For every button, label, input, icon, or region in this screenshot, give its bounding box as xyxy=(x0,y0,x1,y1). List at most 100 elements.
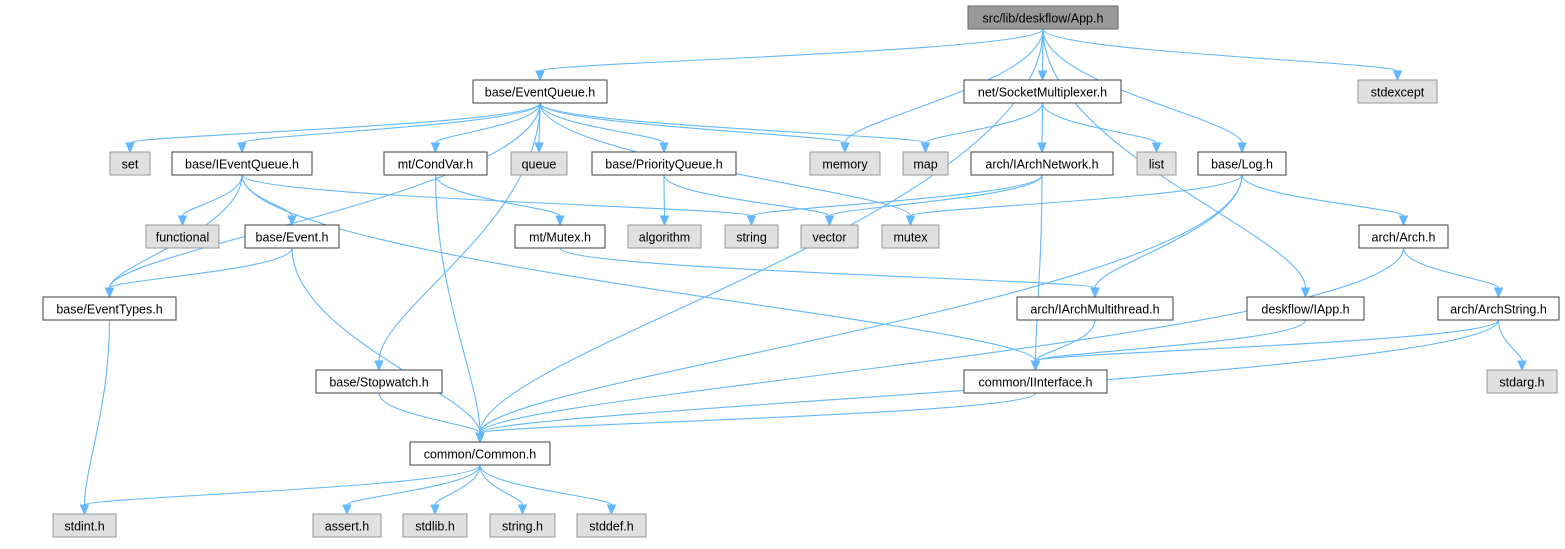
node-box-functional xyxy=(145,224,220,249)
node-map: map xyxy=(902,151,949,176)
node-iinterface[interactable]: common/IInterface.h xyxy=(963,369,1108,394)
node-event[interactable]: base/Event.h xyxy=(244,224,340,249)
node-box-log xyxy=(1197,151,1287,176)
node-box-queue xyxy=(510,151,568,176)
edge-common-to-stdlib xyxy=(434,464,481,506)
edge-arrowhead-archstring-to-stdarg xyxy=(1517,360,1527,372)
node-label-ieventqueue: base/IEventQueue.h xyxy=(185,158,299,172)
edge-event-to-eventtypes xyxy=(108,247,293,289)
node-stddef: stddef.h xyxy=(576,513,647,538)
edge-eventqueue-to-eventtypes xyxy=(108,102,541,289)
node-archstring[interactable]: arch/ArchString.h xyxy=(1437,296,1560,321)
edge-arrowhead-arch-to-archstring xyxy=(1493,287,1504,299)
edge-arrowhead-app-to-stdexcept xyxy=(1392,70,1403,82)
edge-iarchnetwork-to-string xyxy=(750,174,1043,217)
edge-arrowhead-socketmux-to-map xyxy=(920,142,931,154)
edge-arrowhead-app-to-log xyxy=(1237,142,1247,154)
edge-eventqueue-to-stopwatch xyxy=(378,102,541,362)
node-assert: assert.h xyxy=(312,513,382,538)
node-stdlib: stdlib.h xyxy=(402,513,468,538)
node-box-stdexcept xyxy=(1357,79,1438,104)
node-box-ieventqueue xyxy=(171,151,313,176)
edge-ieventqueue-to-iinterface xyxy=(241,174,1037,362)
node-iarchnetwork[interactable]: arch/IArchNetwork.h xyxy=(970,151,1114,176)
node-box-string xyxy=(724,224,779,249)
edge-arrowhead-ieventqueue-to-event xyxy=(287,215,297,227)
node-stdarg: stdarg.h xyxy=(1486,369,1558,394)
edge-app-to-memory xyxy=(844,28,1044,144)
edge-arrowhead-iarchnetwork-to-string xyxy=(746,215,757,227)
edge-arrowhead-log-to-arch xyxy=(1398,215,1409,227)
node-label-eventqueue: base/EventQueue.h xyxy=(485,86,596,100)
edge-arrowhead-eventqueue-to-priorityqueue xyxy=(659,142,669,154)
node-label-iapp: deskflow/IApp.h xyxy=(1261,303,1349,317)
nodes-layer: src/lib/deskflow/App.h base/EventQueue.h n… xyxy=(42,5,1560,538)
node-label-string: string xyxy=(736,231,767,245)
edge-socketmux-to-map xyxy=(924,102,1044,144)
node-label-stopwatch: base/Stopwatch.h xyxy=(329,376,428,390)
node-box-list xyxy=(1136,151,1177,176)
node-label-set: set xyxy=(122,158,139,172)
node-set: set xyxy=(109,151,151,176)
node-stringh: string.h xyxy=(489,513,556,538)
node-eventtypes[interactable]: base/EventTypes.h xyxy=(42,296,177,321)
edge-socketmux-to-list xyxy=(1041,102,1158,144)
node-box-event xyxy=(244,224,340,249)
node-ieventqueue[interactable]: base/IEventQueue.h xyxy=(171,151,313,176)
edge-iarchmt-to-iinterface xyxy=(1034,319,1096,362)
node-algorithm: algorithm xyxy=(627,224,702,249)
node-box-stopwatch xyxy=(315,369,443,394)
node-log[interactable]: base/Log.h xyxy=(1197,151,1287,176)
node-label-stdarg: stdarg.h xyxy=(1499,376,1544,390)
edge-priorityqueue-to-algorithm xyxy=(663,174,666,217)
edge-app-to-eventqueue xyxy=(539,28,1044,72)
edge-socketmux-to-iarchnetwork xyxy=(1041,102,1044,144)
node-socketmux[interactable]: net/SocketMultiplexer.h xyxy=(963,79,1122,104)
node-iapp[interactable]: deskflow/IApp.h xyxy=(1246,296,1365,321)
edge-arrowhead-socketmux-to-list xyxy=(1151,142,1162,154)
edge-eventtypes-to-stdint xyxy=(83,319,111,506)
edge-arrowhead-priorityqueue-to-algorithm xyxy=(659,215,670,227)
edge-log-to-mutex xyxy=(909,174,1243,217)
node-priorityqueue[interactable]: base/PriorityQueue.h xyxy=(591,151,737,176)
node-vector: vector xyxy=(800,224,859,249)
node-app[interactable]: src/lib/deskflow/App.h xyxy=(967,5,1119,30)
node-box-eventqueue xyxy=(472,79,608,104)
edge-eventqueue-to-map xyxy=(539,102,927,144)
edge-arrowhead-iarchnetwork-to-vector xyxy=(824,215,835,227)
edge-ieventqueue-to-string xyxy=(241,174,753,217)
node-functional: functional xyxy=(145,224,220,249)
node-eventqueue[interactable]: base/EventQueue.h xyxy=(472,79,608,104)
node-mutexh[interactable]: mt/Mutex.h xyxy=(514,224,606,249)
node-box-algorithm xyxy=(627,224,702,249)
node-stopwatch[interactable]: base/Stopwatch.h xyxy=(315,369,443,394)
edge-eventqueue-to-ieventqueue xyxy=(241,102,541,144)
edge-iapp-to-iinterface xyxy=(1034,319,1307,362)
edge-arrowhead-common-to-assert xyxy=(342,504,352,516)
node-mutex: mutex xyxy=(881,224,940,249)
node-box-socketmux xyxy=(963,79,1122,104)
edge-arrowhead-common-to-stringh xyxy=(517,504,528,516)
node-common[interactable]: common/Common.h xyxy=(409,441,551,466)
node-iarchmt[interactable]: arch/IArchMultithread.h xyxy=(1016,296,1174,321)
edge-archstring-to-iinterface xyxy=(1034,319,1500,362)
node-list: list xyxy=(1136,151,1177,176)
edge-arrowhead-condvar-to-mutexh xyxy=(555,215,565,227)
node-box-stringh xyxy=(489,513,556,538)
node-label-socketmux: net/SocketMultiplexer.h xyxy=(978,86,1107,100)
node-label-stdint: stdint.h xyxy=(64,520,104,534)
node-label-memory: memory xyxy=(822,158,868,172)
edge-iinterface-to-common xyxy=(479,392,1037,434)
edge-arrowhead-common-to-stdlib xyxy=(430,504,440,516)
node-label-priorityqueue: base/PriorityQueue.h xyxy=(605,158,722,172)
edge-condvar-to-mutexh xyxy=(434,174,561,217)
node-arch[interactable]: arch/Arch.h xyxy=(1358,224,1449,249)
edge-app-to-log xyxy=(1042,28,1243,144)
node-stdexcept: stdexcept xyxy=(1357,79,1438,104)
node-box-stdarg xyxy=(1486,369,1558,394)
edge-arrowhead-mutexh-to-iarchmt xyxy=(1090,287,1100,299)
node-box-stdint xyxy=(52,513,117,538)
edge-iarchnetwork-to-iinterface xyxy=(1034,174,1043,362)
node-condvar[interactable]: mt/CondVar.h xyxy=(383,151,488,176)
node-box-map xyxy=(902,151,949,176)
